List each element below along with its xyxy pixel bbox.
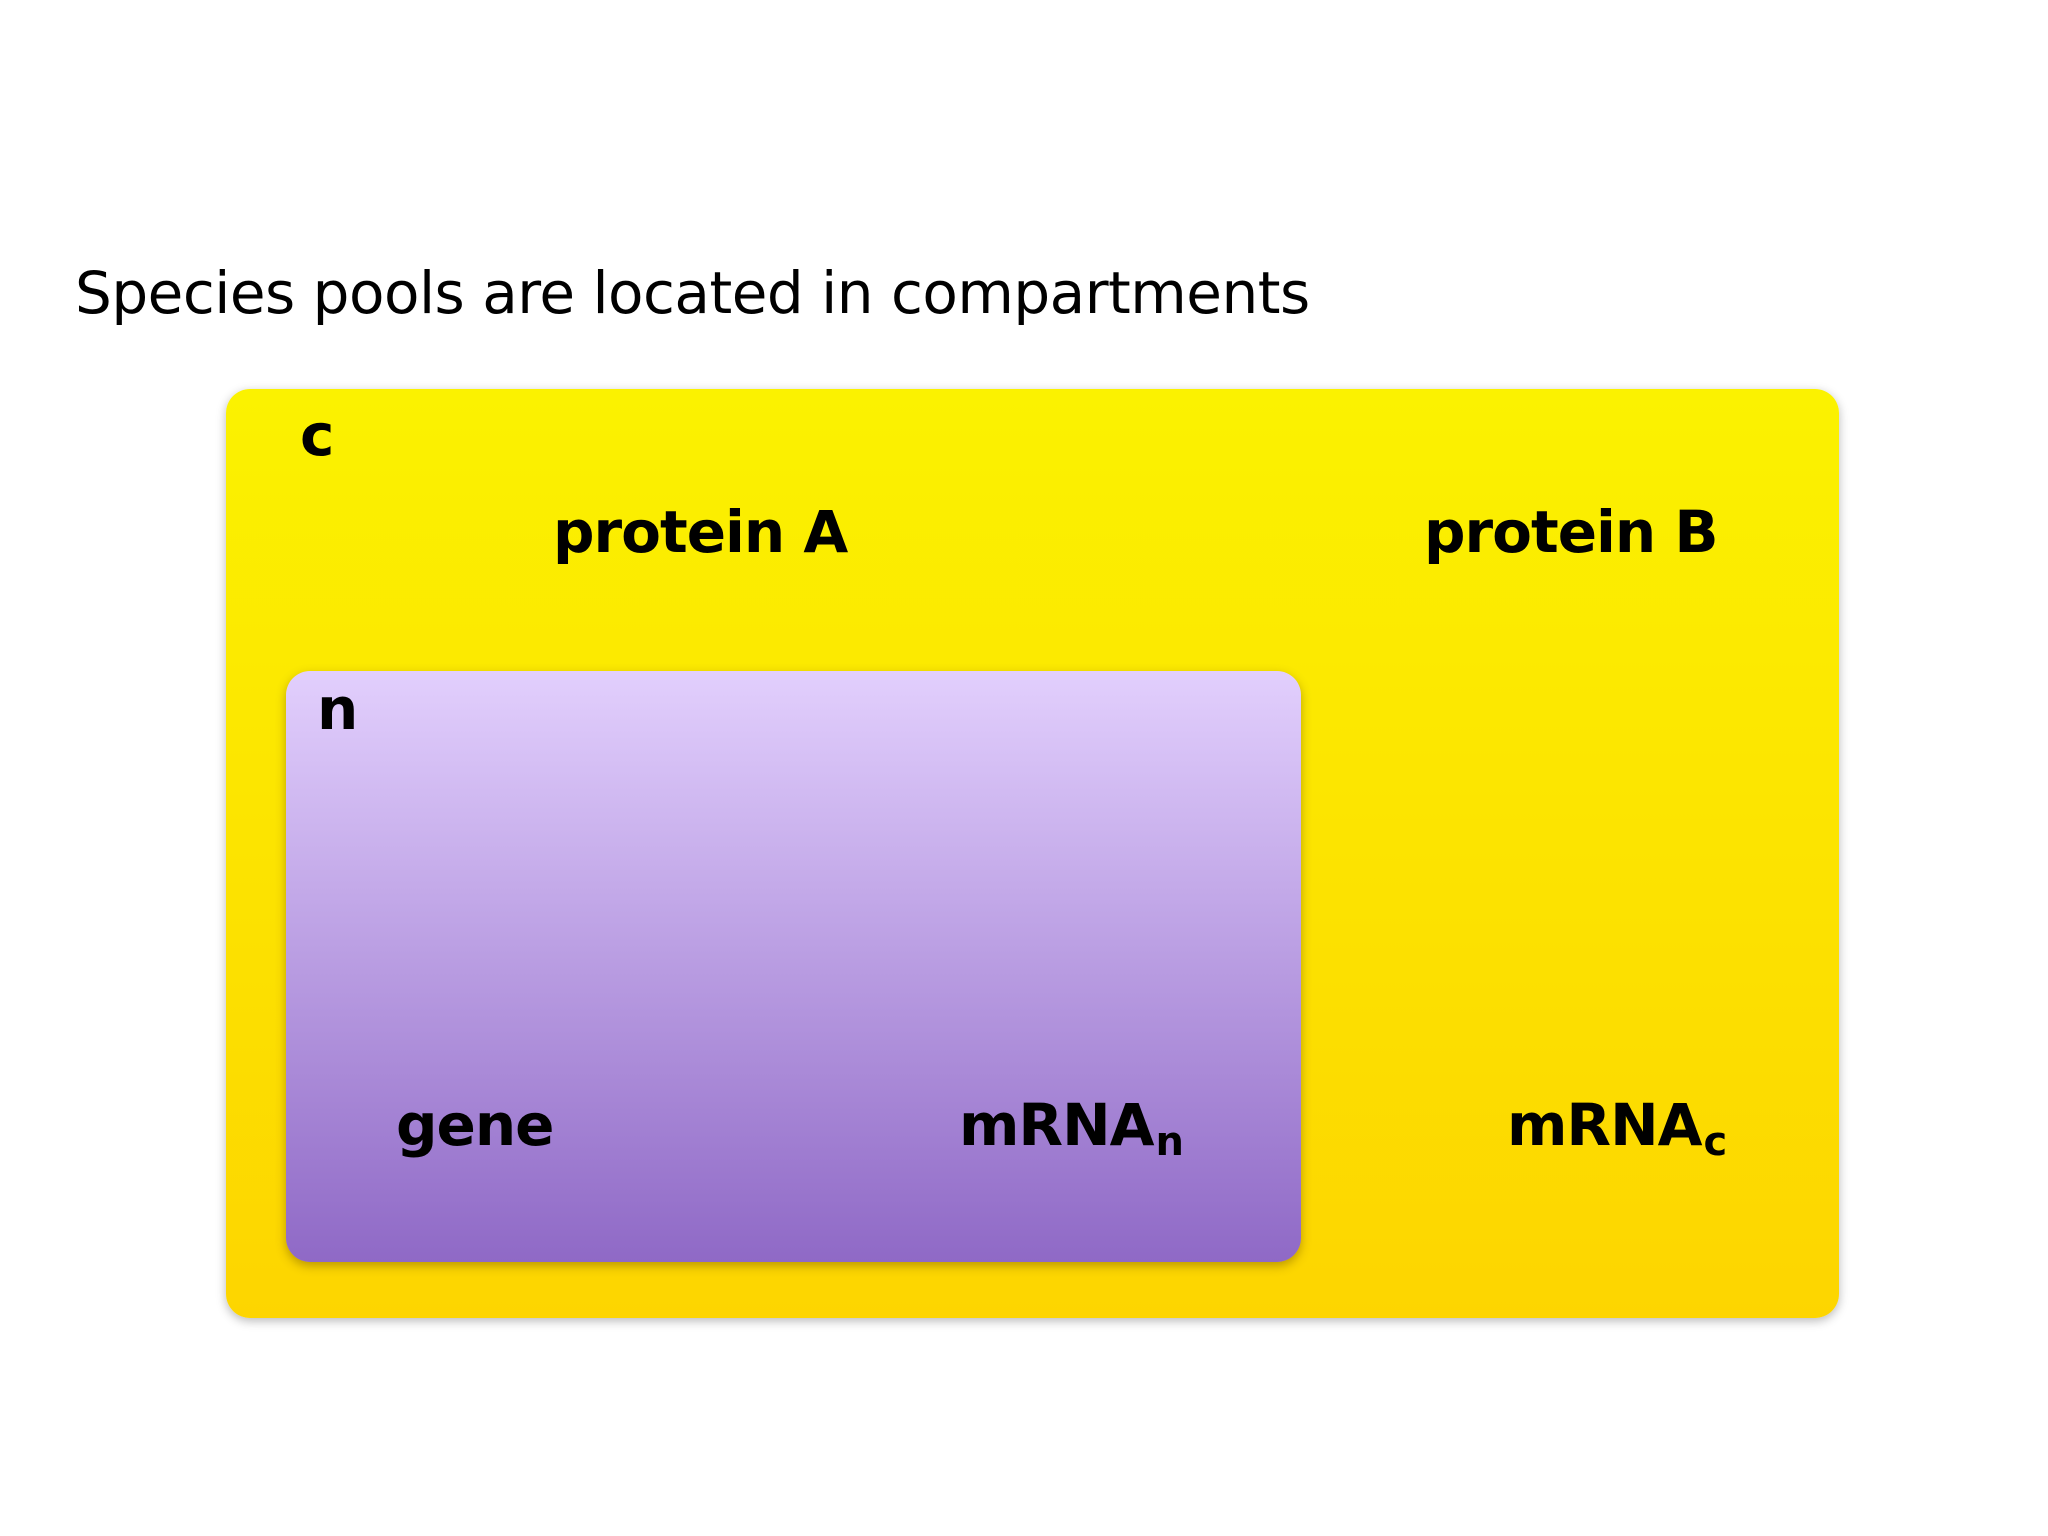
slide-title: Species pools are located in compartment… (75, 259, 1310, 327)
compartment-label-n: n (317, 675, 358, 743)
species-mrna-c: mRNAc (1507, 1096, 1728, 1165)
species-gene: gene (396, 1091, 554, 1159)
compartment-nucleus (286, 671, 1301, 1262)
species-mrna-c-base: mRNA (1507, 1091, 1703, 1159)
species-protein-a: protein A (553, 498, 848, 566)
species-mrna-n: mRNAn (959, 1096, 1185, 1165)
species-protein-b: protein B (1424, 498, 1719, 566)
compartment-label-c: c (300, 401, 334, 469)
species-mrna-c-subscript: c (1703, 1119, 1728, 1165)
species-mrna-n-subscript: n (1155, 1119, 1185, 1165)
species-mrna-n-base: mRNA (959, 1091, 1155, 1159)
